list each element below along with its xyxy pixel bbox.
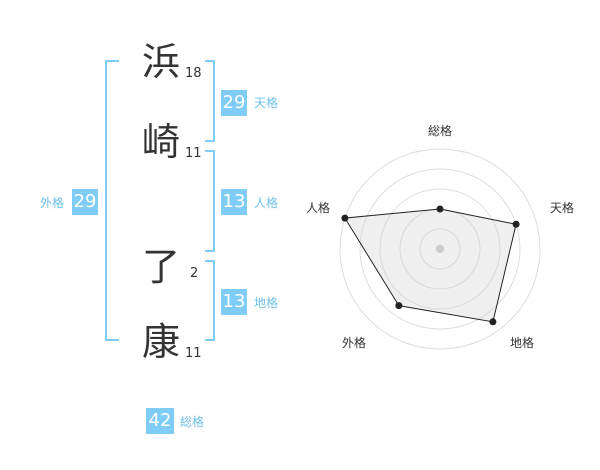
radar-point	[489, 318, 497, 326]
radar-point	[436, 205, 444, 213]
name-char-2: 崎	[142, 120, 181, 164]
radar-label-left: 人格	[306, 201, 331, 215]
stroke-count-2: 11	[185, 146, 202, 161]
radar-point	[395, 302, 403, 310]
gaikaku-label: 外格	[40, 196, 65, 210]
soukaku-value: 42	[146, 408, 174, 434]
radar-grid-ring	[379, 188, 501, 310]
tenkaku-bracket	[205, 60, 215, 142]
gaikaku-bracket	[105, 60, 119, 341]
radar-grid-ring	[419, 228, 461, 270]
soukaku-label: 総格	[180, 415, 205, 429]
radar-point	[512, 220, 520, 228]
jinkaku-label: 人格	[254, 196, 279, 210]
stroke-count-4: 11	[185, 346, 202, 361]
jinkaku-value: 13	[221, 189, 247, 215]
radar-shape	[344, 208, 517, 323]
radar-grid-ring	[359, 168, 521, 330]
radar-center-dot	[436, 245, 444, 253]
jinkaku-bracket	[205, 150, 215, 252]
radar-label-bottom-right: 地格	[510, 336, 535, 350]
tenkaku-label: 天格	[254, 96, 279, 110]
radar-label-top: 総格	[428, 124, 453, 138]
radar-point	[341, 214, 349, 222]
chikaku-bracket	[205, 260, 215, 341]
name-char-1: 浜	[142, 40, 181, 84]
stroke-count-3: 2	[190, 266, 199, 281]
chikaku-label: 地格	[254, 296, 279, 310]
radar-points	[341, 205, 520, 326]
name-char-3: 了	[142, 245, 181, 289]
stroke-count-1: 18	[185, 66, 202, 81]
radar-label-right: 天格	[550, 201, 575, 215]
chikaku-value: 13	[221, 289, 247, 315]
radar-label-bottom-left: 外格	[342, 336, 367, 350]
gaikaku-value: 29	[72, 189, 98, 215]
tenkaku-value: 29	[221, 90, 247, 116]
name-char-4: 康	[142, 320, 181, 364]
